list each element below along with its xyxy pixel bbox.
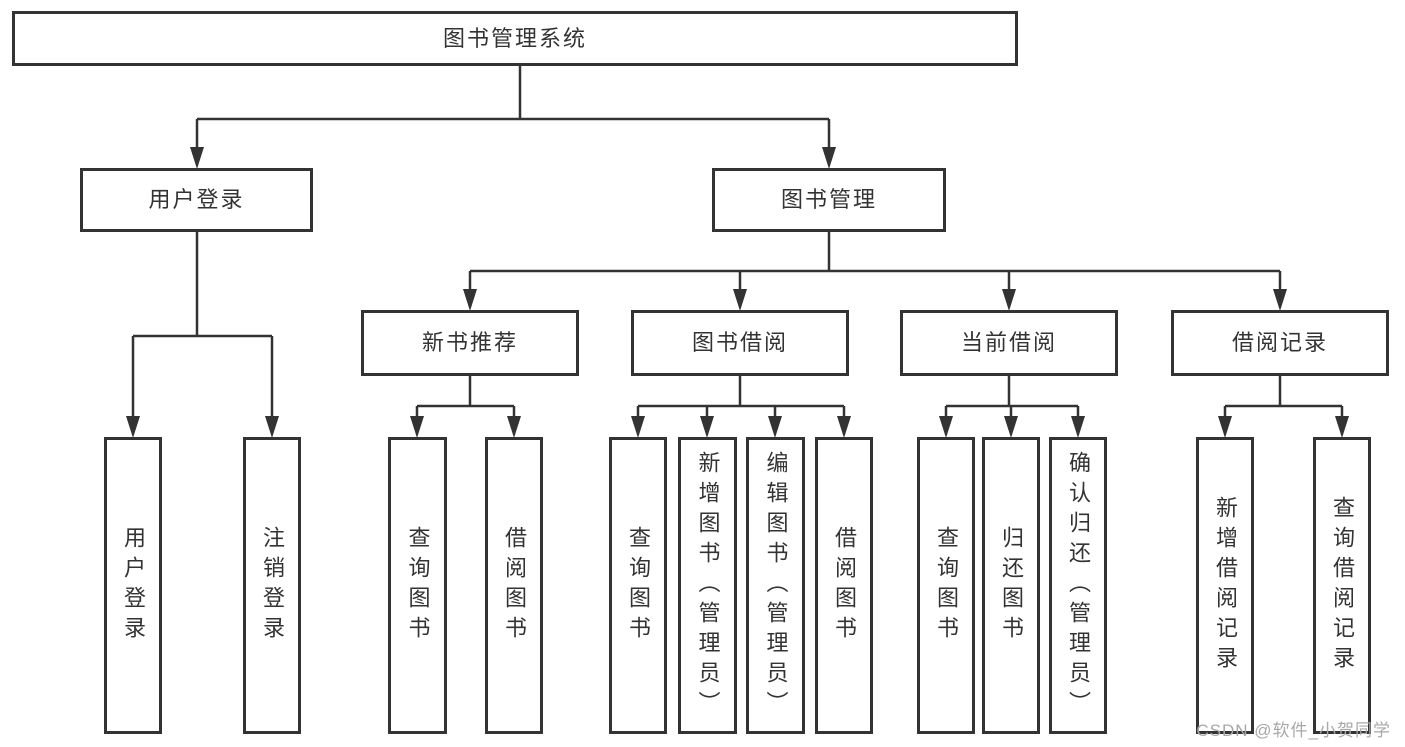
leaf-query-books-recommend-label: 查询图书	[405, 525, 431, 646]
leaf-query-books-borrow: 查询图书	[609, 437, 667, 734]
leaf-borrow-books-recommend-label: 借阅图书	[502, 525, 527, 646]
node-book-borrowing: 图书借阅	[631, 310, 849, 376]
leaf-return-books-label: 归还图书	[999, 525, 1024, 646]
leaf-borrow-books-recommend: 借阅图书	[485, 437, 543, 734]
node-borrowing-records: 借阅记录	[1171, 310, 1389, 376]
leaf-user-login-label: 用户登录	[121, 525, 146, 646]
csdn-watermark: CSDN @软件_小贺同学	[1196, 721, 1391, 740]
wire-new-books-children	[410, 376, 521, 438]
wire-borrow-records-children	[1218, 376, 1349, 438]
leaf-query-borrow-record-label: 查询借阅记录	[1330, 495, 1355, 676]
leaf-query-borrow-record: 查询借阅记录	[1313, 437, 1371, 734]
leaf-confirm-return-admin: 确认归还（管理员）	[1049, 437, 1107, 734]
node-root: 图书管理系统	[12, 11, 1018, 66]
leaf-borrow-books-label: 借阅图书	[832, 525, 857, 646]
node-user-login-label: 用户登录	[148, 187, 245, 212]
node-user-login: 用户登录	[80, 168, 313, 232]
leaf-query-books-borrow-label: 查询图书	[626, 525, 651, 646]
node-book-management: 图书管理	[712, 168, 946, 232]
leaf-add-books-admin-label: 新增图书（管理员）	[695, 450, 721, 721]
wire-root-to-level2	[190, 66, 836, 169]
leaf-add-borrow-record: 新增借阅记录	[1196, 437, 1254, 734]
node-book-management-label: 图书管理	[780, 187, 877, 212]
leaf-confirm-return-admin-label: 确认归还（管理员）	[1066, 450, 1091, 721]
node-borrowing-records-label: 借阅记录	[1231, 330, 1328, 355]
leaf-edit-books-admin: 编辑图书（管理员）	[746, 437, 805, 734]
wire-book-mgmt-children	[463, 232, 1287, 311]
leaf-add-books-admin: 新增图书（管理员）	[678, 437, 737, 734]
leaf-query-books-current-label: 查询图书	[934, 525, 959, 646]
node-root-label: 图书管理系统	[442, 25, 587, 51]
node-current-borrowing: 当前借阅	[900, 310, 1118, 376]
wire-user-login-children	[126, 232, 279, 438]
leaf-return-books: 归还图书	[982, 437, 1040, 734]
leaf-logout: 注销登录	[243, 437, 301, 734]
wire-book-borrow-children	[631, 376, 851, 438]
leaf-query-books-recommend: 查询图书	[388, 437, 447, 734]
leaf-logout-label: 注销登录	[260, 525, 285, 646]
leaf-user-login: 用户登录	[104, 437, 162, 734]
wire-current-borrow-children	[939, 376, 1085, 438]
leaf-borrow-books: 借阅图书	[815, 437, 873, 734]
leaf-add-borrow-record-label: 新增借阅记录	[1213, 495, 1238, 676]
leaf-query-books-current: 查询图书	[917, 437, 975, 734]
node-new-book-recommend: 新书推荐	[361, 310, 579, 376]
node-book-borrowing-label: 图书借阅	[691, 330, 788, 355]
node-new-book-recommend-label: 新书推荐	[421, 330, 518, 355]
node-current-borrowing-label: 当前借阅	[960, 330, 1057, 355]
leaf-edit-books-admin-label: 编辑图书（管理员）	[763, 450, 789, 721]
